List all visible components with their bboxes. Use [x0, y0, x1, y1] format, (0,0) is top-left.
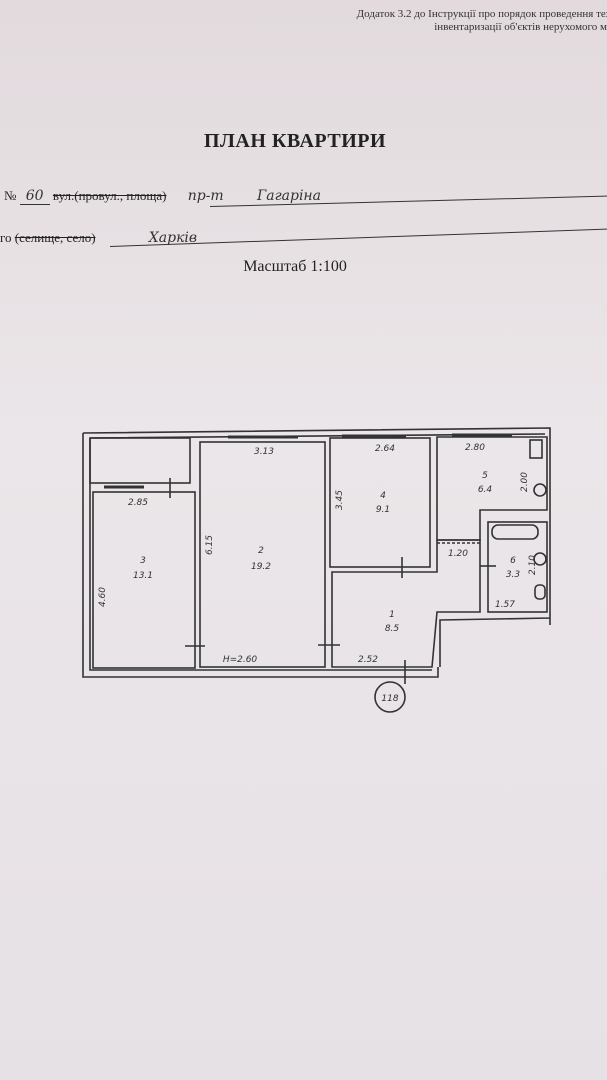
street-type: пр-т: [187, 188, 224, 204]
room-3-number: 3: [140, 556, 146, 566]
dim-room5-width: 2.80: [465, 443, 485, 453]
room-4-number: 4: [380, 491, 386, 501]
room-4-area: 9.1: [376, 505, 390, 515]
room-2-outline: [199, 441, 326, 668]
room-2-area: 19.2: [251, 562, 271, 572]
room-5-outline: [436, 436, 548, 541]
bathtub-icon: [491, 524, 539, 540]
stove-icon: [529, 439, 543, 459]
apartment-number: 118: [381, 694, 398, 704]
apartment-number-circle: [374, 681, 406, 713]
room-6-outline: [487, 521, 548, 613]
dim-room4-width: 2.64: [375, 444, 395, 454]
street-line: № 60 вул.(провул., площа) пр-т Гагаріна: [4, 188, 321, 205]
dim-room3-length: 4.60: [98, 587, 108, 607]
room-5-number: 5: [482, 471, 488, 481]
room-1-number: 1: [389, 610, 395, 620]
ceiling-height: H=2.60: [223, 655, 258, 665]
appendix-line-2: інвентаризації об'єктів нерухомого м: [434, 21, 607, 33]
appendix-line-1: Додаток 3.2 до Інструкції про порядок пр…: [356, 8, 607, 20]
room-3-area: 13.1: [133, 571, 153, 581]
dim-room3-width: 2.85: [128, 498, 148, 508]
number-label: №: [4, 188, 17, 203]
room-5-area: 6.4: [478, 485, 493, 495]
city-name: Харків: [148, 230, 198, 246]
city-line: го (селище, село) Харків: [0, 230, 197, 246]
dim-room2-length: 6.15: [205, 535, 215, 555]
sink-icon: [533, 483, 547, 497]
balcony: [89, 437, 191, 484]
room-3-outline: [92, 491, 196, 669]
city-label-struck: (селище, село): [14, 230, 96, 245]
room-6-number: 6: [510, 556, 516, 566]
scale-label: Масштаб 1:100: [243, 258, 347, 275]
street-name: Гагаріна: [256, 188, 321, 204]
room-4-outline: [329, 437, 431, 568]
dim-corridor-width: 1.20: [448, 549, 468, 559]
dim-room2-width: 3.13: [254, 447, 274, 457]
dim-room6-length: 2.10: [528, 555, 538, 575]
dim-room6-width: 1.57: [495, 600, 515, 610]
dim-room5-length: 2.00: [520, 472, 530, 492]
city-label-prefix: го: [0, 230, 12, 245]
washbasin-icon: [533, 552, 547, 566]
room-2-number: 2: [258, 546, 264, 556]
appendix-note: Додаток 3.2 до Інструкції про порядок пр…: [357, 8, 607, 34]
page-title: ПЛАН КВАРТИРИ: [203, 130, 387, 152]
outer-wall: [82, 427, 551, 678]
room-6-area: 3.3: [506, 570, 521, 580]
street-label: вул.(провул., площа): [52, 188, 167, 203]
toilet-icon: [534, 584, 546, 600]
dim-room4-length: 3.45: [335, 490, 345, 510]
dim-room1-width: 2.52: [358, 655, 378, 665]
room-1-area: 8.5: [385, 624, 400, 634]
room-1-outline: [331, 539, 481, 668]
outer-wall-inner: [89, 433, 546, 671]
apartment-number-value: 60: [19, 188, 50, 205]
